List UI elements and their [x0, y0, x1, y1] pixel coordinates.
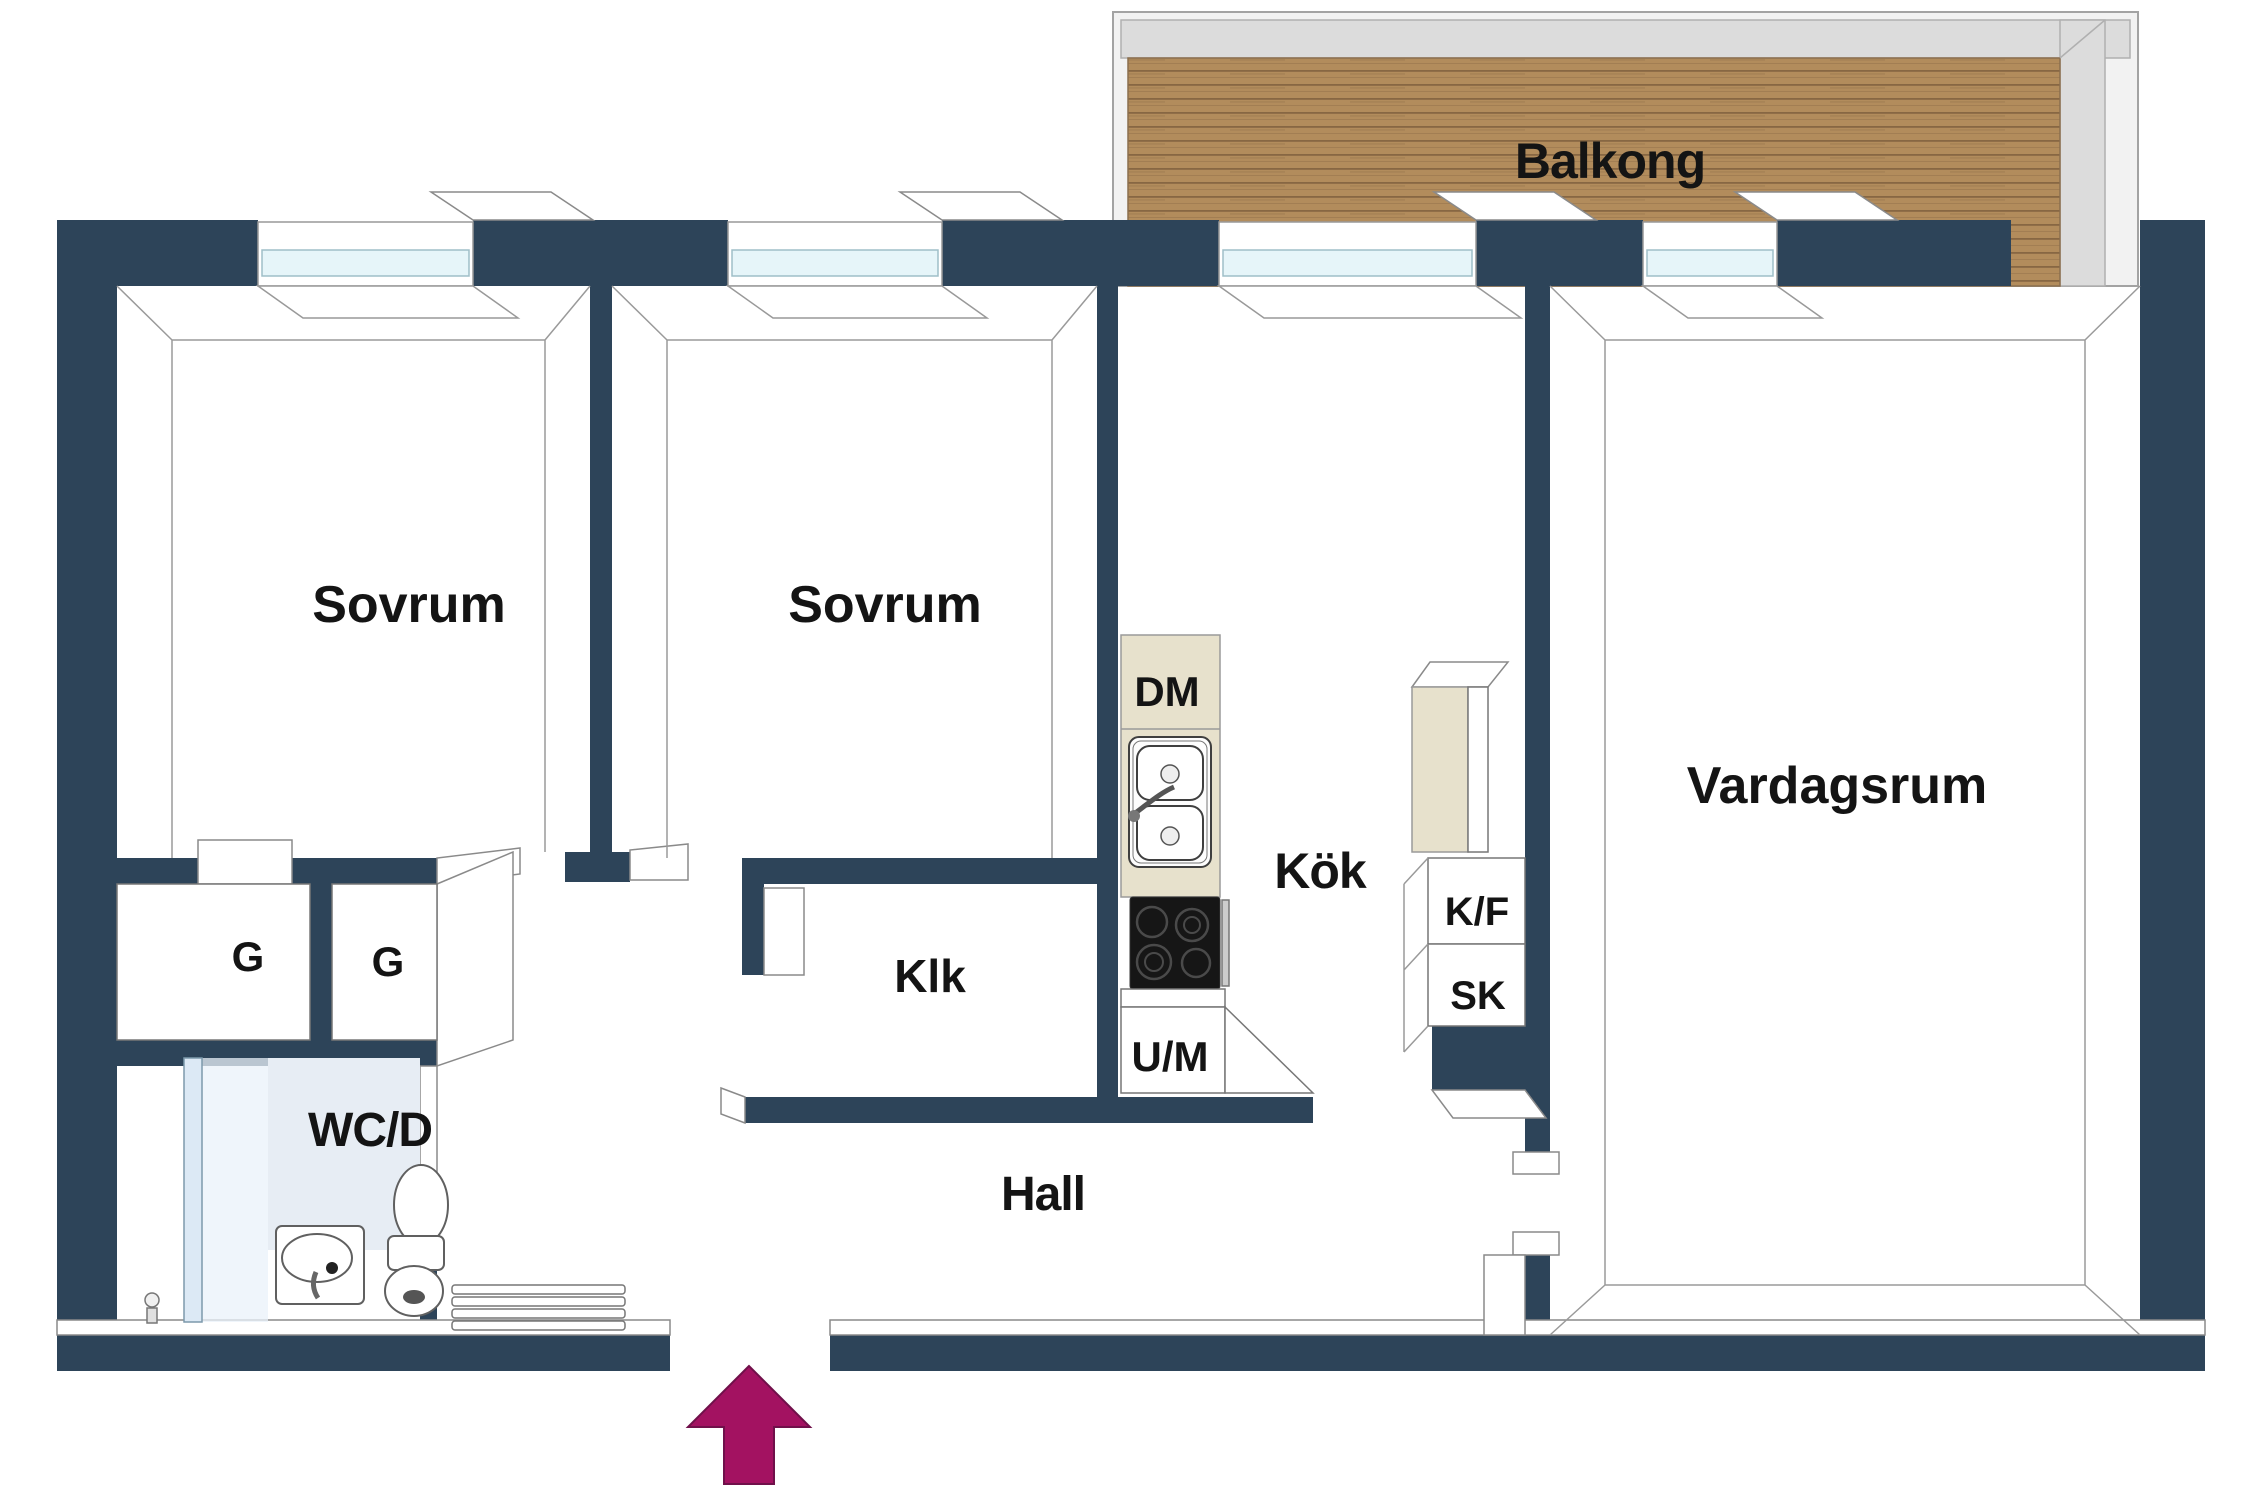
balcony-miter-line [2059, 19, 2106, 59]
tall-cabinet-label: SK [1450, 974, 1506, 1018]
wall-top-face-4 [1732, 191, 1900, 221]
balcony-label: Balkong [1515, 133, 1705, 189]
walk-in-closet-label: Klk [894, 950, 966, 1002]
wall-top-2 [473, 220, 728, 286]
window-bedroom1 [255, 221, 521, 319]
wall-caps [56, 191, 2206, 1336]
dishwasher-label: DM [1134, 668, 1199, 715]
room-perspective-lines [116, 285, 2141, 1336]
wardrobe-left-label: G [232, 933, 265, 980]
closet-door-block [197, 839, 293, 885]
oven-handle-icon [1221, 899, 1230, 987]
balcony-window-living [1640, 221, 1825, 319]
wall-top-5 [1777, 220, 2011, 286]
entry-arrow-icon [685, 1364, 813, 1485]
bedroom-divider-cap [629, 843, 689, 881]
washing-machine-box: U/M [1120, 1005, 1315, 1094]
window-glass-icon [1222, 249, 1473, 277]
shower-glass-icon [183, 1057, 203, 1323]
window-sill [255, 285, 521, 319]
wall-right [2140, 220, 2205, 1370]
wardrobe-right-box [331, 883, 438, 1041]
wall-bottom-left [57, 1335, 670, 1371]
shower-mixer-icon [144, 1292, 160, 1308]
kitchen-cabinets: K/F SK [1403, 661, 1526, 1053]
wall-top-face-2 [897, 191, 1065, 221]
stove-icon [1129, 896, 1230, 990]
kitchen-sink-icon [1128, 736, 1212, 868]
kitchen-label: Kök [1274, 843, 1367, 899]
balcony-ledge [1120, 19, 2131, 59]
shower-area [202, 1058, 268, 1322]
wall-top-face-1 [428, 191, 596, 221]
bedroom2-label: Sovrum [788, 576, 982, 634]
bedroom1-label: Sovrum [312, 576, 506, 634]
wall-kitchen-living-divider [1525, 286, 1550, 1152]
wall-kitchen-left [1097, 286, 1118, 1097]
window-glass-icon [261, 249, 470, 277]
wardrobes: G G [116, 883, 438, 1041]
fridge-freezer-box [1427, 857, 1526, 945]
kitchen-fixtures: DM U/M [1120, 634, 1526, 1094]
balcony-side-band [2059, 19, 2106, 287]
bathroom-label: WC/D [308, 1104, 432, 1157]
wall-bottom-right [830, 1335, 2205, 1371]
wall-left [57, 220, 117, 1370]
wardrobe-side-panel [436, 850, 514, 1068]
wardrobe-right-label: G [372, 938, 405, 985]
window-bedroom2 [725, 221, 990, 319]
fridge-freezer-label: K/F [1445, 890, 1509, 934]
window-sill [1640, 285, 1825, 319]
wall-closet-klk-top [742, 858, 1097, 884]
window-sill [1216, 285, 1524, 319]
living-stub-face [1483, 1254, 1526, 1336]
bathroom: WC/D [144, 1057, 449, 1324]
klk-stub-face [763, 887, 805, 976]
window-glass-icon [1646, 249, 1774, 277]
pantry-cabinet [1411, 686, 1469, 853]
hall-label: Hall [1001, 1168, 1085, 1221]
livingroom-label: Vardagsrum [1687, 757, 1988, 815]
wall-klk-left-stub [742, 884, 764, 975]
bedroom2-inner-lines [611, 285, 1098, 858]
tall-cabinet-box [1427, 943, 1526, 1027]
walls [57, 220, 2205, 1371]
washing-machine-label: U/M [1132, 1033, 1209, 1080]
wall-block-under-sk [1432, 1026, 1525, 1090]
kitchen-step [1120, 988, 1226, 1008]
balcony-door-kitchen [1216, 221, 1524, 319]
shower-handle-icon [146, 1307, 158, 1324]
sk-floor-wedge [1430, 1089, 1548, 1119]
living-stub-cap [1512, 1231, 1560, 1256]
wall-hall-band [745, 1097, 1313, 1123]
wall-top-face-3 [1431, 191, 1599, 221]
wardrobe-left-box [116, 883, 311, 1041]
doormat-icon [451, 1284, 626, 1331]
toilet-icon [384, 1164, 449, 1317]
wall-bedroom-divider [590, 286, 612, 852]
divider-foot-cap [1512, 1151, 1560, 1175]
wall-top-3 [942, 220, 1219, 286]
wall-top-4 [1476, 220, 1643, 286]
window-sill [725, 285, 990, 319]
hall-band-cap [720, 1086, 746, 1125]
room-labels: Sovrum Sovrum Vardagsrum Kök Hall Klk [312, 576, 1987, 1221]
washbasin-icon [275, 1225, 365, 1305]
bedroom1-inner-lines [116, 285, 591, 858]
windows [255, 221, 1825, 319]
window-glass-icon [731, 249, 939, 277]
wall-bedroom-divider-foot [565, 852, 630, 882]
wall-wardrobe-divider [310, 884, 332, 1040]
livingroom-inner-lines [1549, 285, 2141, 1336]
